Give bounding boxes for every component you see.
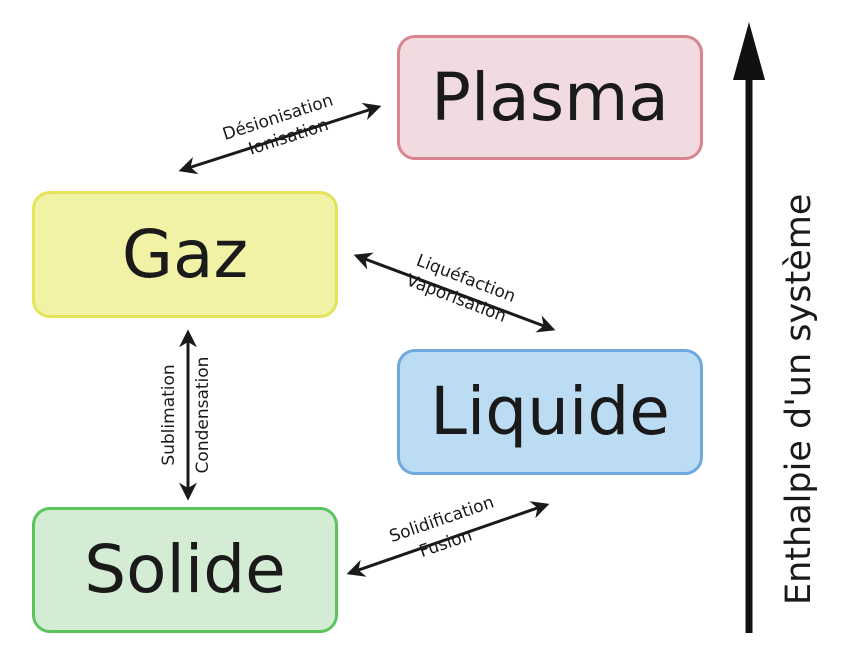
state-label-liquide: Liquide xyxy=(430,373,670,450)
label-group-gaz-liquide: Liquéfaction Vaporisation xyxy=(403,251,518,327)
label-group-gaz-solide: Sublimation Condensation xyxy=(159,357,213,474)
state-box-gaz: Gaz xyxy=(32,191,338,318)
arrow-gaz-liquide xyxy=(353,252,556,333)
enthalpy-axis-label: Enthalpie d'un système xyxy=(779,194,819,605)
arrow-solide-liquide xyxy=(346,501,550,577)
state-label-plasma: Plasma xyxy=(431,58,669,136)
state-label-solide: Solide xyxy=(84,531,286,608)
arrow-gaz-plasma xyxy=(178,102,382,175)
label-group-gaz-plasma: Désionisation Ionisation xyxy=(220,90,335,159)
label-condensation: Condensation xyxy=(193,357,213,474)
enthalpy-axis-arrowhead xyxy=(733,22,765,80)
label-sublimation: Sublimation xyxy=(159,364,179,465)
state-label-gaz: Gaz xyxy=(121,215,249,293)
label-group-solide-liquide: Solidification Fusion xyxy=(387,492,497,562)
state-box-plasma: Plasma xyxy=(397,35,703,160)
state-box-liquide: Liquide xyxy=(397,349,703,475)
state-box-solide: Solide xyxy=(32,507,338,633)
